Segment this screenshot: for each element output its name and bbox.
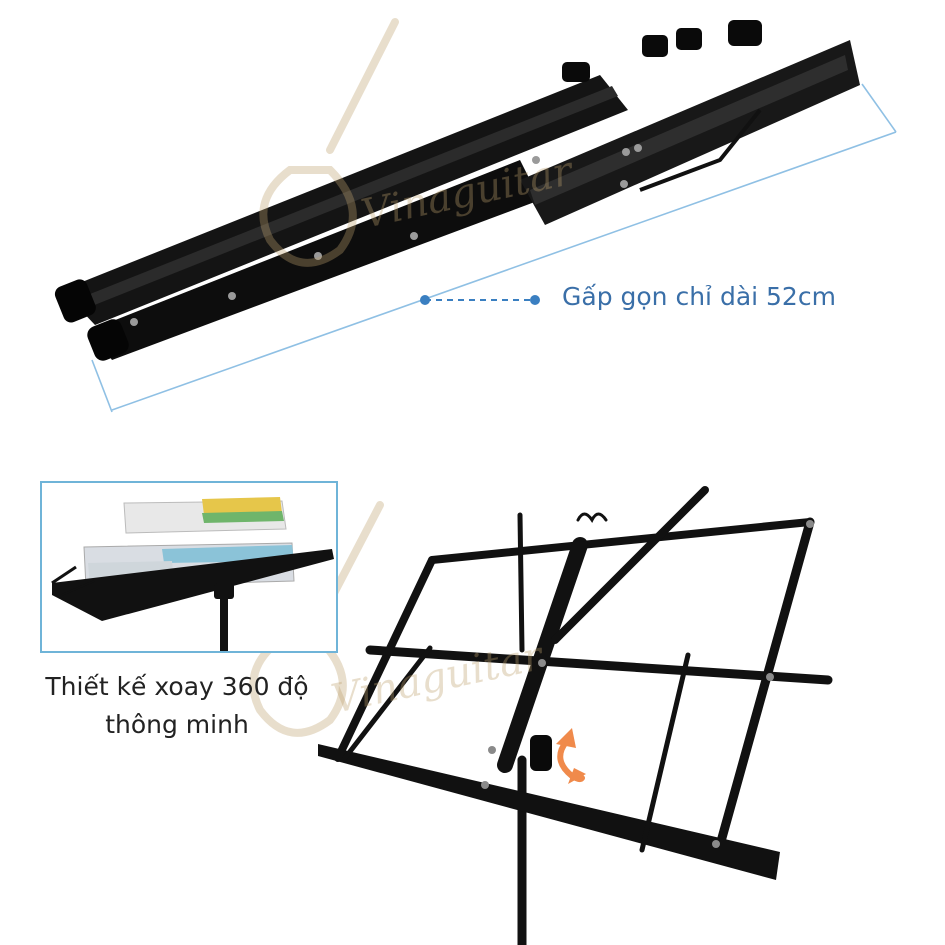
rotate-arrow-icon xyxy=(556,728,586,784)
measurement-line xyxy=(91,83,897,413)
inset-photo-frame xyxy=(40,481,338,653)
rotate-caption-line1: Thiết kế xoay 360 độ xyxy=(45,672,309,701)
folded-length-caption: Gấp gọn chỉ dài 52cm xyxy=(562,282,836,311)
open-stand-rivets xyxy=(481,520,814,848)
folded-music-stand xyxy=(54,20,860,361)
rotate-caption: Thiết kế xoay 360 độ thông minh xyxy=(22,668,332,744)
rotate-caption-line2: thông minh xyxy=(105,710,249,739)
inset-books-on-tray xyxy=(51,497,334,651)
open-music-stand xyxy=(318,486,833,945)
